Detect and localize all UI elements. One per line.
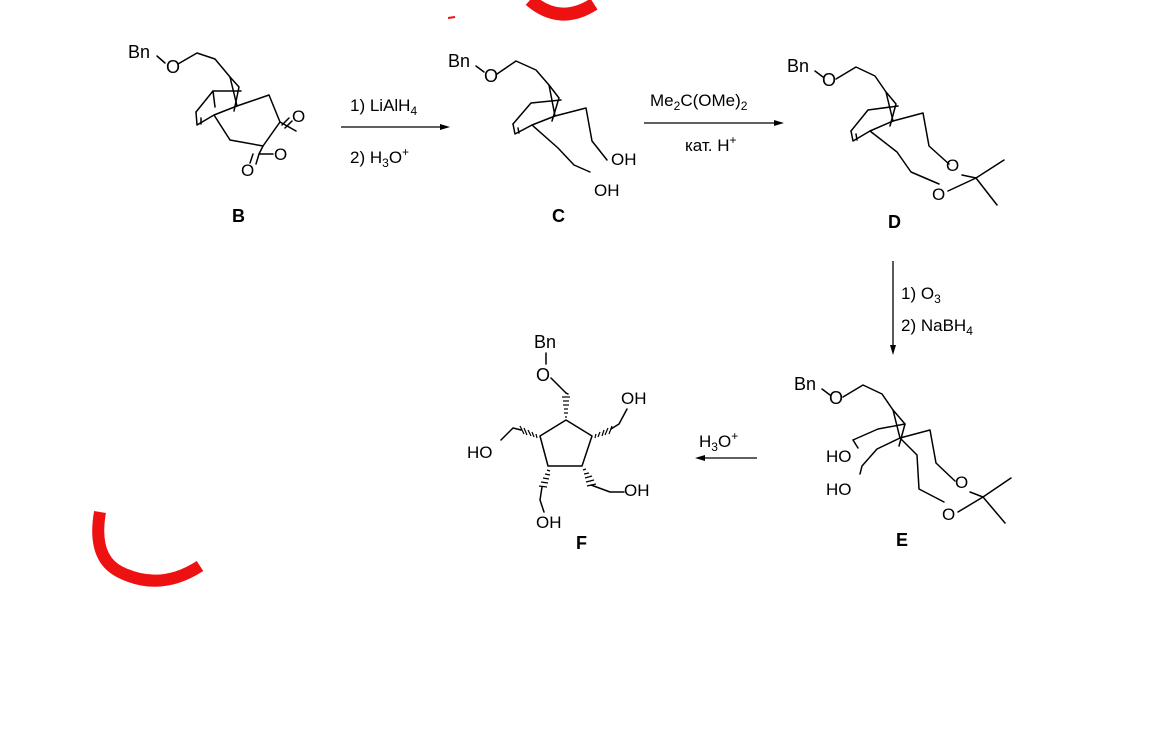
compound-e: Bn O HO HO O O E <box>794 374 1012 550</box>
condition-c-d-1: Me2C(OMe)2 <box>650 91 748 113</box>
carbonyl-oxygen-b1: O <box>292 107 305 126</box>
hydroxyl-f2: HO <box>467 443 493 462</box>
red-arc-top <box>447 0 598 21</box>
bn-group-e: Bn <box>794 374 816 394</box>
hydroxyl-e1: HO <box>826 447 852 466</box>
arrow-c-to-d: Me2C(OMe)2 кат. H+ <box>644 91 784 155</box>
ether-oxygen-d: O <box>822 70 836 90</box>
ether-oxygen-b: O <box>166 57 180 77</box>
arrow-b-to-c: 1) LiAlH4 2) H3O+ <box>341 96 450 170</box>
acetal-oxygen-d1: O <box>946 156 959 175</box>
label-d: D <box>888 212 901 232</box>
condition-d-e-2: 2) NaBH4 <box>901 316 973 338</box>
condition-b-c-2: 2) H3O+ <box>350 145 409 170</box>
hydroxyl-f1: OH <box>621 389 647 408</box>
ether-oxygen-e: O <box>829 388 843 408</box>
bn-group-d: Bn <box>787 56 809 76</box>
compound-b: Bn O O O O B <box>128 42 305 226</box>
hydroxyl-e2: HO <box>826 480 852 499</box>
compound-c: Bn O OH OH C <box>448 51 637 226</box>
hashed-wedges <box>519 396 613 488</box>
compound-f: Bn O <box>467 332 650 553</box>
label-c: C <box>552 206 565 226</box>
bn-group-f: Bn <box>534 332 556 352</box>
label-f: F <box>576 533 587 553</box>
red-arc-left <box>92 510 204 587</box>
condition-c-d-2: кат. H+ <box>685 133 737 155</box>
hydroxyl-f4: OH <box>624 481 650 500</box>
carbonyl-oxygen-b2: O <box>241 161 254 180</box>
arrow-d-to-e: 1) O3 2) NaBH4 <box>890 261 973 355</box>
arrow-e-to-f: H3O+ <box>695 429 757 461</box>
condition-e-f: H3O+ <box>699 429 738 454</box>
acetal-oxygen-d2: O <box>932 185 945 204</box>
label-b: B <box>232 206 245 226</box>
hydroxyl-c2: OH <box>594 181 620 200</box>
label-e: E <box>896 530 908 550</box>
compound-d: Bn O O O D <box>787 56 1005 232</box>
ether-oxygen-c: O <box>484 66 498 86</box>
bn-group-c: Bn <box>448 51 470 71</box>
condition-b-c-1: 1) LiAlH4 <box>350 96 417 118</box>
ring-oxygen-b: O <box>274 145 287 164</box>
hydroxyl-f3: OH <box>536 513 562 532</box>
condition-d-e-1: 1) O3 <box>901 284 941 306</box>
acetal-oxygen-e1: O <box>955 473 968 492</box>
bn-group-b: Bn <box>128 42 150 62</box>
acetal-oxygen-e2: O <box>942 505 955 524</box>
hydroxyl-c1: OH <box>611 150 637 169</box>
ether-oxygen-f: O <box>536 365 550 385</box>
